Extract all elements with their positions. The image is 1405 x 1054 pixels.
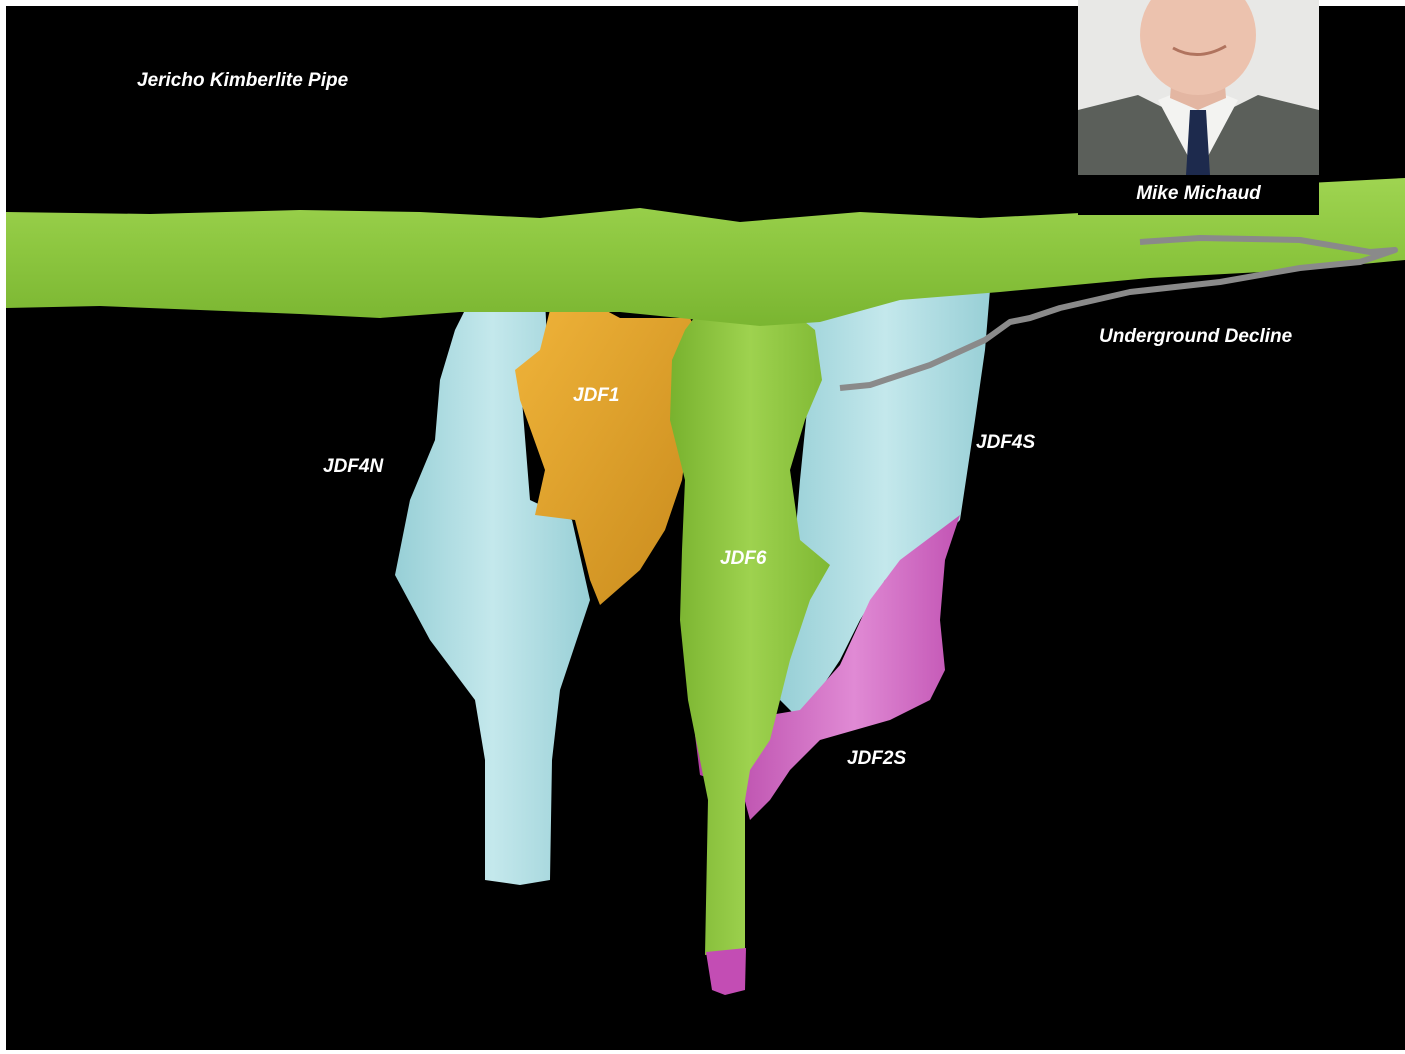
portrait-photo: Mike Michaud [1078, 0, 1319, 215]
jdf6-tip-shape [706, 948, 746, 995]
label-underground-decline: Underground Decline [1099, 326, 1292, 348]
label-jdf2s: JDF2S [847, 748, 906, 770]
label-jdf6: JDF6 [720, 548, 766, 570]
label-jdf4n: JDF4N [323, 456, 383, 478]
diagram-title: Jericho Kimberlite Pipe [137, 70, 348, 92]
label-jdf4s: JDF4S [976, 432, 1035, 454]
photo-caption: Mike Michaud [1078, 175, 1319, 215]
label-jdf1: JDF1 [573, 385, 619, 407]
